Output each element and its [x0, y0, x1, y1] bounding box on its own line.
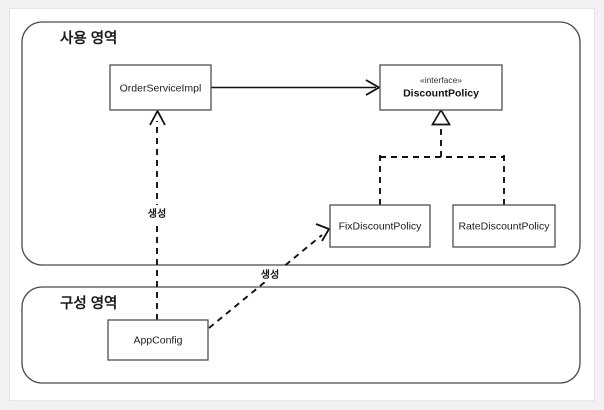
connection-appconfig-creates-order: 생성	[139, 109, 176, 320]
appconfig-creates-order-arrowhead	[149, 109, 166, 126]
group-usage-area-border	[21, 21, 581, 266]
class-node-discount-policy[interactable]: «interface» DiscountPolicy	[379, 64, 503, 111]
app-config-label: AppConfig	[133, 335, 182, 347]
appconfig-creates-fix-label-bg	[251, 266, 289, 282]
discount-policy-stereotype: «interface»	[420, 75, 462, 85]
order-to-discount-arrowhead	[365, 79, 381, 96]
appconfig-creates-fix-line	[208, 234, 323, 329]
connection-order-to-discount	[211, 79, 381, 96]
discount-policy-label: DiscountPolicy	[403, 88, 479, 100]
group-config-area-title: 구성 영역	[60, 294, 117, 312]
order-service-impl-box[interactable]	[109, 64, 212, 111]
class-node-app-config[interactable]: AppConfig	[107, 319, 209, 361]
class-node-order-service-impl[interactable]: OrderServiceImpl	[109, 64, 212, 111]
fix-discount-policy-label: FixDiscountPolicy	[339, 221, 423, 233]
connection-appconfig-creates-fix: 생성	[208, 223, 331, 329]
rate-discount-policy-label: RateDiscountPolicy	[458, 221, 550, 233]
appconfig-creates-fix-label: 생성	[261, 268, 279, 281]
appconfig-creates-order-label-bg	[139, 205, 176, 221]
group-config-area: 구성 영역	[21, 286, 581, 384]
class-node-rate-discount-policy[interactable]: RateDiscountPolicy	[452, 204, 556, 248]
app-config-box[interactable]	[107, 319, 209, 361]
appconfig-creates-order-label: 생성	[148, 207, 166, 220]
group-config-area-border	[21, 286, 581, 384]
discount-policy-box[interactable]	[379, 64, 503, 111]
group-usage-area-title: 사용 영역	[60, 29, 117, 47]
class-node-fix-discount-policy[interactable]: FixDiscountPolicy	[329, 204, 431, 248]
group-usage-area: 사용 영역	[21, 21, 581, 266]
order-service-impl-label: OrderServiceImpl	[120, 83, 202, 95]
appconfig-creates-fix-arrowhead	[315, 223, 331, 242]
fix-discount-policy-box[interactable]	[329, 204, 431, 248]
rate-discount-policy-box[interactable]	[452, 204, 556, 248]
realization-hollow-triangle	[431, 108, 451, 126]
connection-realization-tree	[379, 108, 505, 205]
